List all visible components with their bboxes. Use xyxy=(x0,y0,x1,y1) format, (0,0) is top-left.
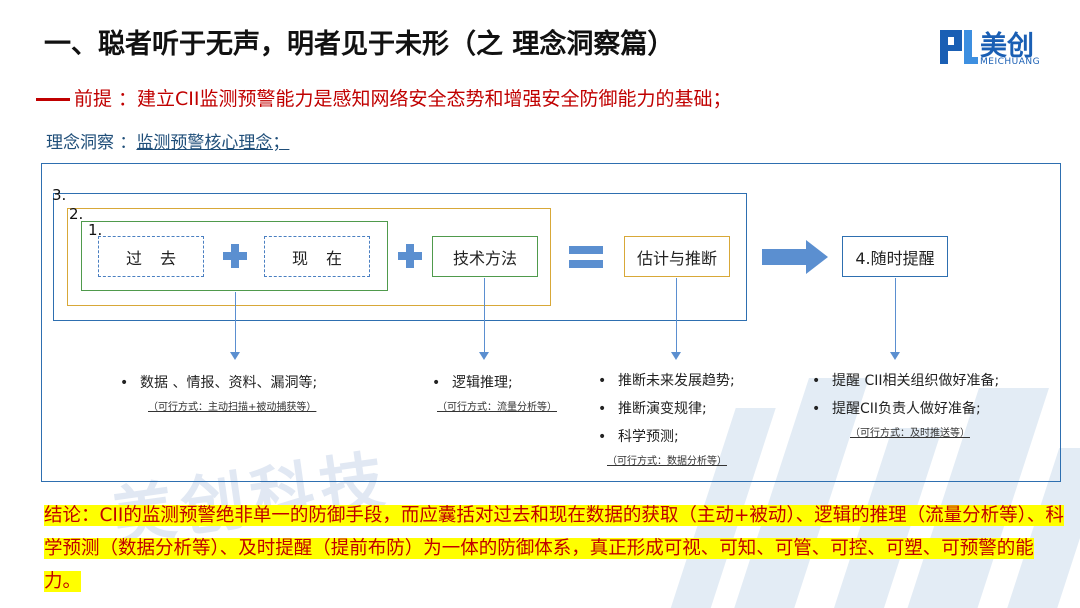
box-level-1 xyxy=(81,221,388,291)
connector-line xyxy=(895,278,896,352)
box-number-2: 2. xyxy=(69,205,84,223)
remind-box: 4.随时提醒 xyxy=(842,236,948,277)
plus-icon xyxy=(398,244,422,268)
logo-text-cn: 美创 xyxy=(980,31,1034,62)
arrow-down-icon xyxy=(479,352,489,360)
method-note: （可行方式：及时推送等） xyxy=(850,428,970,439)
logo-mark-icon xyxy=(940,30,978,64)
list-item: •数据 、情报、资料、漏洞等; xyxy=(120,375,318,391)
connector-line xyxy=(235,292,236,352)
present-box: 现在 xyxy=(264,236,370,277)
list-item: •推断未来发展趋势; xyxy=(598,373,735,389)
estimate-box: 估计与推断 xyxy=(624,236,730,277)
list-item: •提醒 CII相关组织做好准备; xyxy=(812,373,1000,389)
box-number-1: 1. xyxy=(88,221,103,239)
arrow-down-icon xyxy=(671,352,681,360)
connector-line xyxy=(676,278,677,352)
equals-icon xyxy=(569,246,603,268)
logo-text-en: MEICHUANG xyxy=(980,57,1041,67)
conclusion-paragraph: 结论：CII的监测预警绝非单一的防御手段，而应囊括对过去和现在数据的获取（主动+… xyxy=(44,499,1064,598)
arrow-down-icon xyxy=(890,352,900,360)
method-note: （可行方式：主动扫描+被动捕获等） xyxy=(148,402,317,413)
method-note: （可行方式：流量分析等） xyxy=(437,402,557,413)
concept-line: 理念洞察 ：监测预警核心理念； xyxy=(46,128,289,153)
list-item: •提醒CII负责人做好准备; xyxy=(812,401,981,417)
connector-line xyxy=(484,278,485,352)
premise-text: 前提 ：建立CII监测预警能力是感知网络安全态势和增强安全防御能力的基础； xyxy=(74,88,732,110)
brand-logo: 美创 MEICHUANG xyxy=(936,26,1046,70)
concept-label: 理念洞察 ： xyxy=(46,133,137,153)
premise-dash xyxy=(36,98,70,101)
conclusion-text: 结论：CII的监测预警绝非单一的防御手段，而应囊括对过去和现在数据的获取（主动+… xyxy=(44,505,1064,592)
arrow-down-icon xyxy=(230,352,240,360)
plus-icon xyxy=(223,244,247,268)
right-arrow-icon xyxy=(762,240,828,274)
method-note: （可行方式：数据分析等） xyxy=(607,456,727,467)
list-item: •推断演变规律; xyxy=(598,401,707,417)
list-item: •逻辑推理; xyxy=(432,375,513,391)
list-item: •科学预测; xyxy=(598,429,679,445)
past-box: 过去 xyxy=(98,236,204,277)
page-title: 一、聪者听于无声，明者见于未形（之 理念洞察篇） xyxy=(44,29,675,60)
premise-line: 前提 ：建立CII监测预警能力是感知网络安全态势和增强安全防御能力的基础； xyxy=(36,84,732,111)
box-level-3 xyxy=(53,193,747,321)
concept-value: 监测预警核心理念； xyxy=(136,133,290,153)
box-number-3: 3. xyxy=(52,186,67,204)
diagram-frame xyxy=(41,163,1061,482)
tech-method-box: 技术方法 xyxy=(432,236,538,277)
box-level-2 xyxy=(67,208,551,306)
